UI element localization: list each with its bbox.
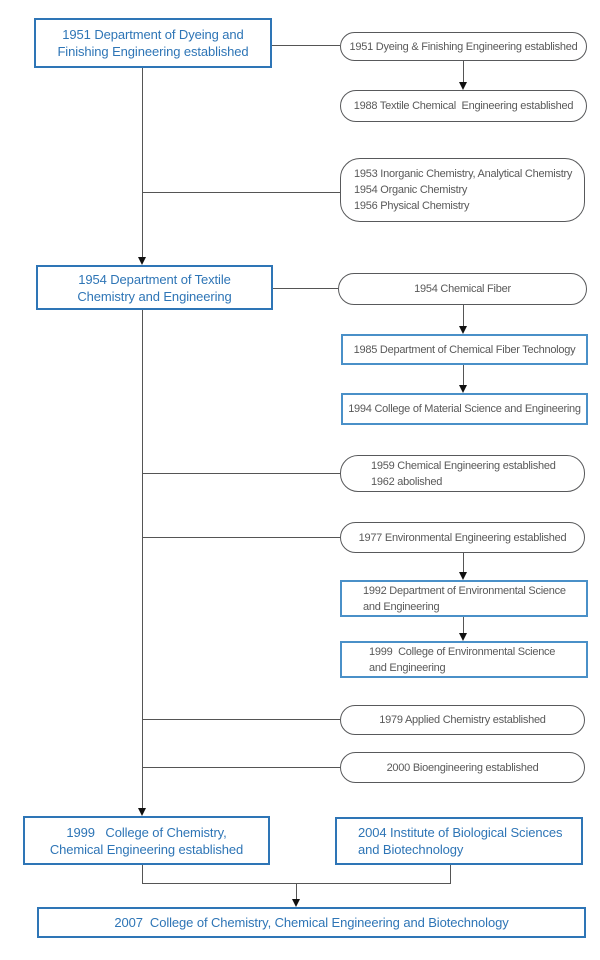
- node-text-line: and Biotechnology: [358, 842, 464, 857]
- node-text-line: 1954 Chemical Fiber: [414, 283, 511, 295]
- node-text-line: 2007 College of Chemistry, Chemical Engi…: [114, 915, 509, 930]
- connector-1954-to-fiber-pill: [273, 288, 338, 289]
- arrowhead-into-1988: [459, 82, 467, 90]
- connector-branch-1977: [142, 537, 340, 538]
- arrowhead-into-1985: [459, 326, 467, 334]
- node-text-line: 1951 Dyeing & Finishing Engineering esta…: [349, 40, 578, 53]
- node-text-line: 1988 Textile Chemical Engineering establ…: [353, 100, 574, 112]
- node-text-line: 1951 Department of Dyeing and: [62, 27, 244, 42]
- connector-1951pill-1988: [463, 61, 464, 84]
- node-text-line: 1992 Department of Environmental Science: [363, 584, 566, 597]
- node-1954-textile-chemistry-dept: 1954 Department of Textile Chemistry and…: [36, 265, 273, 310]
- connector-spine-1951-1954: [142, 68, 143, 258]
- connector-1992-1999env: [463, 617, 464, 635]
- arrowhead-into-1992: [459, 572, 467, 580]
- node-1954-chemical-fiber: 1954 Chemical Fiber: [338, 273, 587, 305]
- node-1953-chemistry-courses: 1953 Inorganic Chemistry, Analytical Che…: [340, 158, 585, 222]
- connector-branch-1979: [142, 719, 340, 720]
- node-1988-textile-chemical-engineering: 1988 Textile Chemical Engineering establ…: [340, 90, 587, 122]
- node-text-line: Finishing Engineering established: [57, 44, 249, 59]
- node-1999-college-of-chemistry: 1999 College of Chemistry, Chemical Engi…: [23, 816, 270, 865]
- node-text-line: 1954 Organic Chemistry: [354, 184, 468, 196]
- connector-1951-to-pill: [272, 45, 340, 46]
- connector-branch-1959: [142, 473, 340, 474]
- node-2004-institute-biological-sciences: 2004 Institute of Biological Sciences an…: [335, 817, 583, 865]
- node-text-line: 1956 Physical Chemistry: [354, 200, 470, 212]
- node-2007-college-chemistry-biotech: 2007 College of Chemistry, Chemical Engi…: [37, 907, 586, 938]
- node-1959-chemical-engineering: 1959 Chemical Engineering established 19…: [340, 455, 585, 492]
- node-1994-material-science-college: 1994 College of Material Science and Eng…: [341, 393, 588, 425]
- node-text-line: 1999 College of Chemistry,: [66, 824, 227, 840]
- arrowhead-into-1954-box: [138, 257, 146, 265]
- connector-fiber-1985: [463, 305, 464, 328]
- arrowhead-into-1999-box: [138, 808, 146, 816]
- node-1992-environmental-science-dept: 1992 Department of Environmental Science…: [340, 580, 588, 617]
- node-1985-chemical-fiber-technology: 1985 Department of Chemical Fiber Techno…: [341, 334, 588, 365]
- node-text-line: 1994 College of Material Science and Eng…: [348, 403, 581, 415]
- connector-branch-2000: [142, 767, 340, 768]
- connector-spine-1954-1999: [142, 310, 143, 809]
- connector-merge-down: [296, 883, 297, 900]
- node-text-line: 1962 abolished: [371, 475, 443, 488]
- node-text-line: 1979 Applied Chemistry established: [379, 714, 546, 726]
- node-text-line: 2000 Bioengineering established: [386, 761, 539, 774]
- node-2000-bioengineering: 2000 Bioengineering established: [340, 752, 585, 783]
- arrowhead-into-1999env: [459, 633, 467, 641]
- connector-1999box-down: [142, 865, 143, 883]
- connector-1985-1994: [463, 365, 464, 387]
- node-text-line: and Engineering: [363, 600, 440, 613]
- node-text-line: 1953 Inorganic Chemistry, Analytical Che…: [354, 168, 573, 180]
- node-1951-dyeing-finishing-dept: 1951 Department of Dyeing and Finishing …: [34, 18, 272, 68]
- node-text-line: 1959 Chemical Engineering established: [371, 459, 556, 472]
- node-text-line: and Engineering: [369, 661, 446, 674]
- node-text-line: 1999 College of Environmental Science: [369, 645, 556, 658]
- connector-branch-1953: [142, 192, 340, 193]
- connector-1977-1992: [463, 553, 464, 574]
- node-1979-applied-chemistry: 1979 Applied Chemistry established: [340, 705, 585, 735]
- node-text-line: 1954 Department of Textile: [78, 271, 231, 287]
- node-1999-environmental-science-college: 1999 College of Environmental Science an…: [340, 641, 588, 678]
- node-text-line: Chemical Engineering established: [49, 841, 244, 857]
- node-1977-environmental-engineering: 1977 Environmental Engineering establish…: [340, 522, 585, 553]
- node-1951-dyeing-established: 1951 Dyeing & Finishing Engineering esta…: [340, 32, 587, 61]
- arrowhead-into-2007-box: [292, 899, 300, 907]
- node-text-line: 2004 Institute of Biological Sciences: [358, 825, 563, 840]
- node-text-line: 1985 Department of Chemical Fiber Techno…: [353, 343, 576, 356]
- arrowhead-into-1994: [459, 385, 467, 393]
- node-text-line: Chemistry and Engineering: [77, 288, 232, 304]
- connector-2004box-down: [450, 865, 451, 883]
- node-text-line: 1977 Environmental Engineering establish…: [358, 531, 567, 544]
